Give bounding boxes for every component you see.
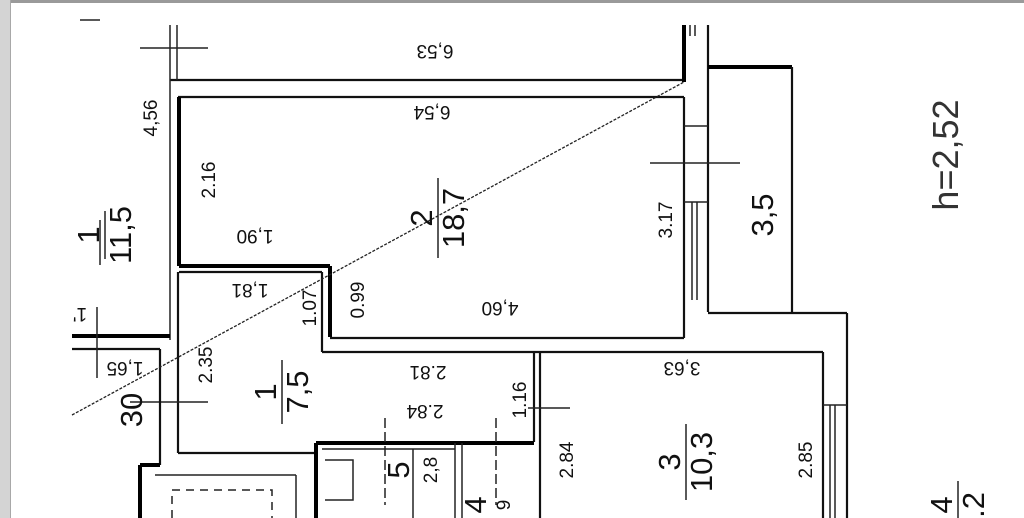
dim-label: 2.84 xyxy=(557,441,578,478)
room-label: 1 11,5 xyxy=(71,206,138,264)
dim-label: 30 xyxy=(114,393,149,427)
room-number: 4 xyxy=(458,496,493,513)
dim-label: 4,56 xyxy=(141,100,162,137)
dim-label: 6,53 xyxy=(417,40,454,61)
room-number: 2 xyxy=(404,209,439,226)
dim-label: 1.07 xyxy=(300,290,321,327)
room-area: 11,5 xyxy=(103,206,138,264)
dim-label: 3.17 xyxy=(656,202,677,239)
dim-label: 3,63 xyxy=(664,357,701,378)
ceiling-height: h=2,52 xyxy=(925,99,966,210)
viewer-top-border xyxy=(0,0,1024,3)
room-label: 2 18,7 xyxy=(404,178,471,258)
dim-label: 2.84 xyxy=(406,400,443,421)
room-area: 10,3 xyxy=(684,432,719,492)
walls xyxy=(72,19,849,518)
dim-label: 2.16 xyxy=(199,162,220,199)
diagonal-dimension-line xyxy=(71,81,685,416)
room-area: 2,8 xyxy=(421,457,442,483)
balcony-area: 3,5 xyxy=(745,193,780,236)
dim-label: 1,90 xyxy=(237,225,274,246)
room-label: 1 7,5 xyxy=(248,360,315,424)
room-number: 4 xyxy=(924,496,959,513)
viewer-left-border xyxy=(0,0,11,518)
dim-label: 1,65 xyxy=(107,357,144,378)
room-number: 3 xyxy=(652,453,687,470)
room-number: 1 xyxy=(248,383,283,400)
room-area: 18,7 xyxy=(436,188,471,248)
room-number: 1 xyxy=(71,226,106,243)
dim-label: 1.16 xyxy=(510,382,531,419)
room-area: 7,5 xyxy=(280,370,315,413)
dim-label: 0.99 xyxy=(348,282,369,319)
room-area: 9 xyxy=(494,500,515,511)
room-label: 4 9 xyxy=(458,496,515,513)
room-label: 5 2,8 xyxy=(381,457,442,483)
dim-label: 1,81 xyxy=(232,279,269,300)
dim-label: 1' xyxy=(73,303,87,324)
dim-label: 6,54 xyxy=(413,101,450,122)
room-number: 5 xyxy=(381,461,416,478)
dim-label: 2.35 xyxy=(196,347,217,384)
dim-label: 2.81 xyxy=(410,361,447,382)
dim-label: 4,60 xyxy=(482,297,519,318)
dim-label: 2.85 xyxy=(796,442,817,479)
room-label: 3 10,3 xyxy=(652,424,719,500)
room-area: .2 xyxy=(956,492,991,518)
room-label: 4 .2 xyxy=(924,481,991,518)
